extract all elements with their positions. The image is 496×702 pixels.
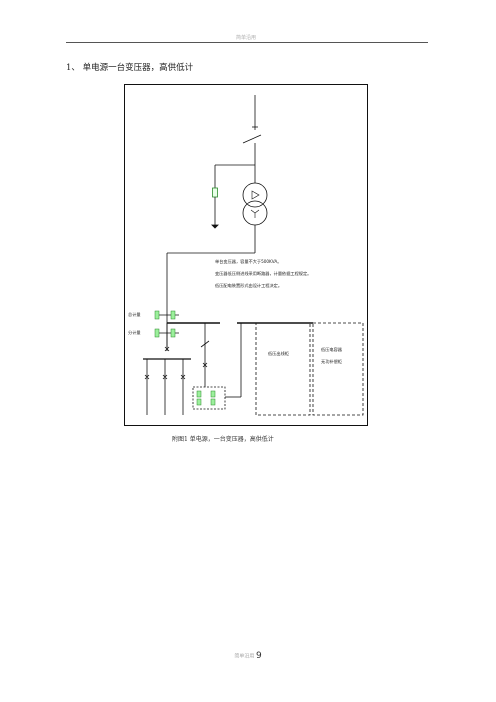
figure-caption: 附图1 单电源，一台变压器，高供低计	[172, 436, 274, 443]
capacitor-unit-2	[210, 390, 216, 398]
sub-meter-ct-2	[170, 328, 176, 338]
transformer-primary-winding	[242, 182, 268, 208]
ground-symbol	[211, 224, 219, 229]
single-line-diagram: 单台变压器，容量不大于500KVA。 变压器低压侧进线采用断路器，计量依据工程规…	[124, 84, 368, 426]
page-footer: 简单沿用 9	[0, 651, 496, 661]
page-number: 9	[255, 651, 262, 661]
capacitor-unit-1	[196, 390, 202, 398]
diagram-note-3: 低压配电装置形式由设计工程决定。	[215, 283, 283, 288]
footer-label: 简单沿用	[234, 653, 255, 660]
feeder-breakers	[144, 374, 186, 380]
wiring-drawing	[143, 95, 364, 416]
main-meter-ct-1	[154, 310, 160, 320]
capacitor-bank	[192, 386, 226, 410]
isolator-switch	[242, 134, 262, 144]
capacitor-unit-3	[196, 398, 202, 406]
label-capacitor-1: 低压电容器	[321, 347, 342, 352]
header-rule	[66, 42, 428, 43]
label-sub-meter: 分计量	[128, 330, 141, 335]
section-heading: 1、 单电源一台变压器，高供低计	[66, 63, 194, 73]
label-main-meter: 总计量	[128, 312, 141, 317]
sub-meter-ct-1	[154, 328, 160, 338]
main-meter-ct-2	[170, 310, 176, 320]
transformer-wye-mark	[250, 209, 260, 218]
diagram-note-1: 单台变压器，容量不大于500KVA。	[215, 259, 282, 264]
label-lv-cabinet: 低压出线柜	[268, 351, 289, 356]
capacitor-switch	[200, 340, 210, 348]
page-header: 简单沿用	[235, 35, 256, 41]
transformer-delta-mark	[251, 190, 260, 200]
label-capacitor-2: 无功补偿柜	[321, 359, 342, 364]
lv-cabinet	[255, 322, 311, 416]
surge-arrester	[212, 187, 218, 198]
capacitor-cabinet	[312, 322, 364, 416]
diagram-note-2: 变压器低压侧进线采用断路器，计量依据工程规定。	[215, 271, 312, 276]
capacitor-unit-4	[210, 398, 216, 406]
